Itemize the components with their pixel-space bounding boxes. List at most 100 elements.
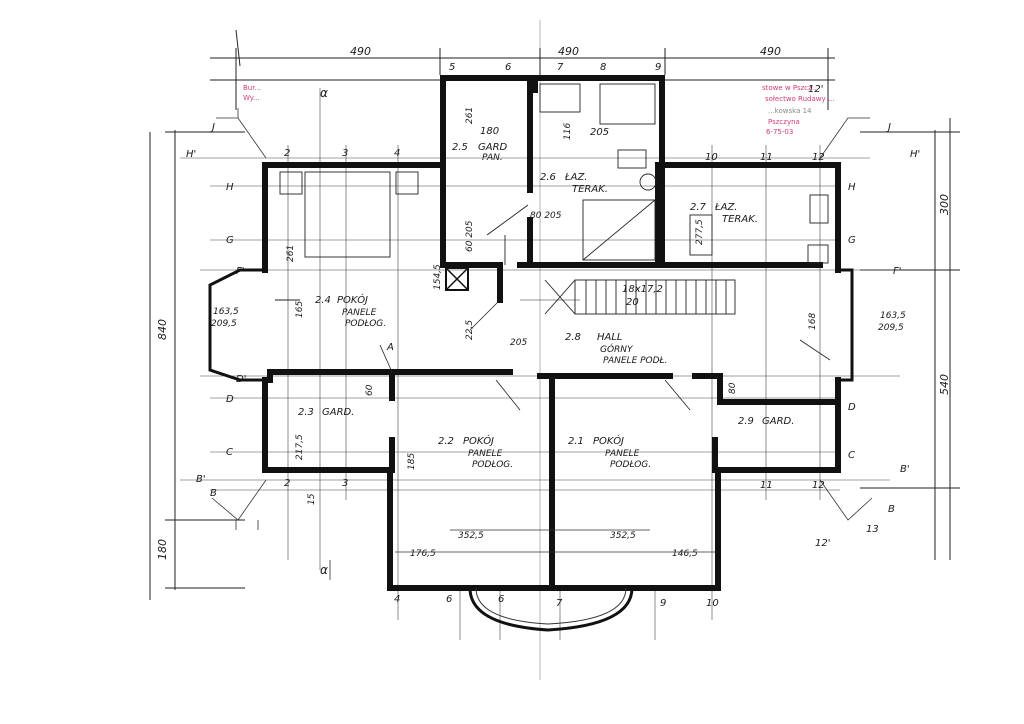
room-2-5-name: GARD (478, 142, 508, 153)
room-2-6-name: ŁAZ. (564, 172, 588, 183)
alpha-marker-top: α (320, 86, 328, 100)
axis-Hprime-left: H' (186, 149, 196, 160)
room-2-8-name: HALL (597, 332, 623, 343)
axis-2-top: 2 (284, 148, 290, 159)
dim-185: 185 (407, 453, 417, 470)
room-2-4-sub2: PODŁOG. (345, 319, 386, 329)
axis-D-left: D (226, 394, 234, 405)
dim-261-left: 261 (286, 245, 296, 262)
room-2-8-sub: GÓRNY (600, 343, 634, 355)
axis-8: 8 (600, 62, 606, 73)
axis-12prime-top: 12' (808, 84, 823, 95)
axis-Bprime-right: B' (900, 464, 910, 475)
right-dimension-lines (860, 118, 960, 560)
axis-D-right: D (848, 402, 856, 413)
interior-walls (267, 75, 838, 591)
room-2-1-sub: PANELE (605, 449, 640, 459)
room-2-7-code: 2.7 (690, 202, 707, 213)
dim-163-5-left: 163,5 (213, 307, 239, 317)
dim-209-5-right: 209,5 (878, 323, 904, 333)
axis-11-lower: 11 (760, 480, 773, 491)
axis-G-right: G (848, 235, 856, 246)
dim-205: 205 (510, 338, 527, 348)
axis-6a-bottom: 6 (446, 594, 452, 605)
axis-7: 7 (557, 62, 564, 73)
bay-window-arc (468, 587, 634, 632)
stamp-right-line-3: ...kowska 14 (768, 107, 812, 115)
dim-352-5-left: 352,5 (458, 531, 484, 541)
room-2-2-sub2: PODŁOG. (472, 460, 513, 470)
axis-4-top: 4 (394, 148, 400, 159)
room-2-5-sub: PAN. (482, 153, 503, 163)
bottom-dimension-lines (329, 529, 715, 580)
axis-Hprime-right: H' (910, 149, 920, 160)
room-2-8-code: 2.8 (565, 332, 581, 343)
stamp-left-line-1: Bur... (243, 84, 261, 92)
axis-2-lower: 2 (284, 478, 290, 489)
right-dim-540: 540 (938, 374, 951, 395)
dim-165: 165 (295, 301, 305, 318)
dim-15: 15 (307, 493, 317, 505)
room-2-2-name: POKÓJ (463, 434, 494, 447)
room-2-9-code: 2.9 (738, 416, 754, 427)
room-2-4-code: 2.4 (315, 295, 331, 306)
axis-13: 13 (866, 524, 879, 535)
dim-154-5: 154,5 (433, 264, 443, 290)
top-dimension-lines (210, 29, 835, 110)
axis-Bprime-left: B' (196, 474, 206, 485)
dim-261-top: 261 (465, 107, 475, 124)
alpha-marker-bottom: α (320, 563, 328, 577)
axis-12-lower: 12 (812, 480, 825, 491)
dim-163-5-right: 163,5 (880, 311, 906, 321)
axis-11-top: 11 (760, 152, 773, 163)
stairs-label: 18x17,2 (622, 284, 663, 295)
axis-J-left: J (210, 122, 215, 133)
room-2-2-code: 2.2 (438, 436, 454, 447)
left-dim-840: 840 (156, 319, 169, 340)
axis-B-left: B (210, 488, 217, 499)
axis-B-right: B (888, 504, 895, 515)
right-dim-300: 300 (938, 194, 951, 215)
dim-352-5-right: 352,5 (610, 531, 636, 541)
axis-7-bottom: 7 (556, 598, 563, 609)
left-dim-180: 180 (156, 539, 169, 560)
axis-6: 6 (505, 62, 511, 73)
stamp-right-line-2: sołectwo Rudawy ... (765, 95, 835, 103)
dim-80-205: 80 205 (530, 211, 562, 221)
room-2-1-sub2: PODŁOG. (610, 460, 651, 470)
left-dimension-lines (149, 130, 245, 600)
dim-80: 80 (728, 382, 738, 394)
dimension-annotations: 261 261 80 205 60 205 205 154,5 22,5 165… (211, 107, 906, 559)
corner-diagonals (211, 108, 873, 530)
room-2-7-name: ŁAZ. (714, 202, 738, 213)
room-2-6-sub: TERAK. (572, 184, 608, 195)
dim-217-5: 217,5 (295, 434, 305, 460)
dim-116: 116 (563, 123, 573, 140)
room-2-7-sub: TERAK. (722, 214, 758, 225)
room-2-3-code: 2.3 (298, 407, 314, 418)
dim-146-5: 146,5 (672, 549, 698, 559)
axis-C-right: C (848, 450, 855, 461)
axis-9: 9 (655, 62, 661, 73)
room-2-8-sub2: PANELE PODŁ. (603, 356, 667, 366)
stamp-right-line-5: 6-75-03 (766, 128, 793, 136)
axis-H-left: H (226, 182, 234, 193)
stamp-left-line-2: Wy... (243, 94, 260, 102)
room-2-5-dims: 180 (480, 126, 499, 137)
dim-60: 60 (365, 384, 375, 396)
stamp-right-line-4: Pszczyna (768, 118, 800, 126)
axis-3-lower: 3 (342, 478, 348, 489)
stamp-left: Bur... Wy... (243, 84, 261, 102)
room-2-9-name: GARD. (762, 416, 794, 427)
bay-window-inner (475, 587, 627, 625)
room-2-3-name: GARD. (322, 407, 354, 418)
axis-10-bottom: 10 (706, 598, 719, 609)
room-2-6-code: 2.6 (540, 172, 556, 183)
axis-6b-bottom: 6 (498, 594, 504, 605)
axis-5: 5 (449, 62, 455, 73)
top-dim-2: 490 (558, 45, 579, 58)
axis-12prime-bottom: 12' (815, 538, 830, 549)
staircase (520, 279, 736, 315)
axis-G-left: G (226, 235, 234, 246)
